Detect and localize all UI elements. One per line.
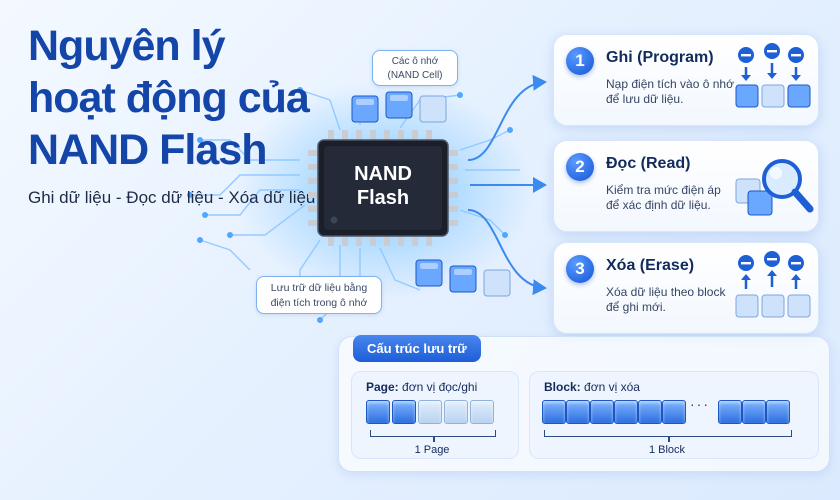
step-card-program: 1 Ghi (Program) Nạp điện tích vào ô nhớ … [553,34,819,126]
block-cell [638,400,662,424]
step-2-desc: Kiểm tra mức điện áp để xác định dữ liệu… [606,183,730,213]
block-panel: Block: đơn vị xóa ··· 1 Block [529,371,819,459]
step-3-title: Xóa (Erase) [606,257,695,274]
storage-callout-line1: Lưu trữ dữ liệu bằng [270,282,368,294]
step-1-desc: Nạp điện tích vào ô nhớ để lưu dữ liệu. [606,77,734,107]
nand-flash-chip: NAND Flash [308,128,458,248]
block-bracket-label: 1 Block [648,444,686,456]
nand-cell-callout-line1: Các ô nhớ [391,56,439,67]
block-label-rest: đơn vị xóa [580,380,640,394]
chip-label-line1: NAND [354,163,412,185]
block-label-bold: Block: [544,380,581,394]
storage-callout-line2: điện tích trong ô nhớ [270,297,368,309]
subtitle: Ghi dữ liệu - Đọc dữ liệu - Xóa dữ liệu [28,188,316,207]
step-1-badge: 1 [566,47,594,75]
step-3-desc: Xóa dữ liệu theo block để ghi mới. [606,285,730,315]
page-label-bold: Page: [366,380,399,394]
block-cell [614,400,638,424]
page-bracket-label: 1 Page [414,444,450,456]
page-cell [444,400,468,424]
magnifier-icon [735,159,814,216]
storage-callout: Lưu trữ dữ liệu bằng điện tích trong ô n… [256,276,382,314]
page-panel: Page: đơn vị đọc/ghi 1 Page [351,371,519,459]
step-card-erase: 3 Xóa (Erase) Xóa dữ liệu theo block để … [553,242,819,334]
write-cells-icon [735,43,811,108]
storage-structure-panel: Cấu trúc lưu trữ Page: đơn vị đọc/ghi 1 … [338,335,830,472]
step-1-desc-line1: Nạp điện tích vào ô nhớ [606,77,734,91]
block-cell [566,400,590,424]
page-cell [470,400,494,424]
memory-cells-top-icon [351,91,447,123]
step-2-title: Đọc (Read) [606,155,691,172]
title-line-1: Nguyên lý [28,22,225,70]
storage-structure-heading: Cấu trúc lưu trữ [353,335,481,362]
step-2-badge: 2 [566,153,594,181]
block-cell [662,400,686,424]
nand-cell-callout: Các ô nhớ (NAND Cell) [372,50,458,86]
step-card-read: 2 Đọc (Read) Kiểm tra mức điện áp để xác… [553,140,819,232]
block-bracket [544,430,792,442]
page-label-rest: đơn vị đọc/ghi [398,380,478,394]
nand-cell-callout-line2: (NAND Cell) [387,70,443,81]
block-label: Block: đơn vị xóa [544,380,640,394]
block-cell [718,400,742,424]
step-2-desc-line1: Kiểm tra mức điện áp [606,183,721,197]
block-cell [542,400,566,424]
step-3-desc-line2: để ghi mới. [606,300,666,314]
title-line-3: NAND Flash [28,126,267,174]
page-bracket [370,430,496,442]
page-cell [418,400,442,424]
page-label: Page: đơn vị đọc/ghi [366,380,477,394]
block-cell [590,400,614,424]
step-1-title: Ghi (Program) [606,49,714,66]
chip-body-icon [308,130,458,246]
block-cell [742,400,766,424]
step-1-desc-line2: để lưu dữ liệu. [606,92,684,106]
page-cell [392,400,416,424]
block-cell [766,400,790,424]
block-ellipsis: ··· [690,396,710,412]
title-line-2: hoạt động của [28,74,310,122]
step-3-badge: 3 [566,255,594,283]
chip-label-line2: Flash [356,187,410,209]
step-3-desc-line1: Xóa dữ liệu theo block [606,285,726,299]
step-2-desc-line2: để xác định dữ liệu. [606,198,711,212]
page-cell [366,400,390,424]
memory-cells-bottom-icon [415,259,511,297]
erase-cells-icon [735,251,811,318]
